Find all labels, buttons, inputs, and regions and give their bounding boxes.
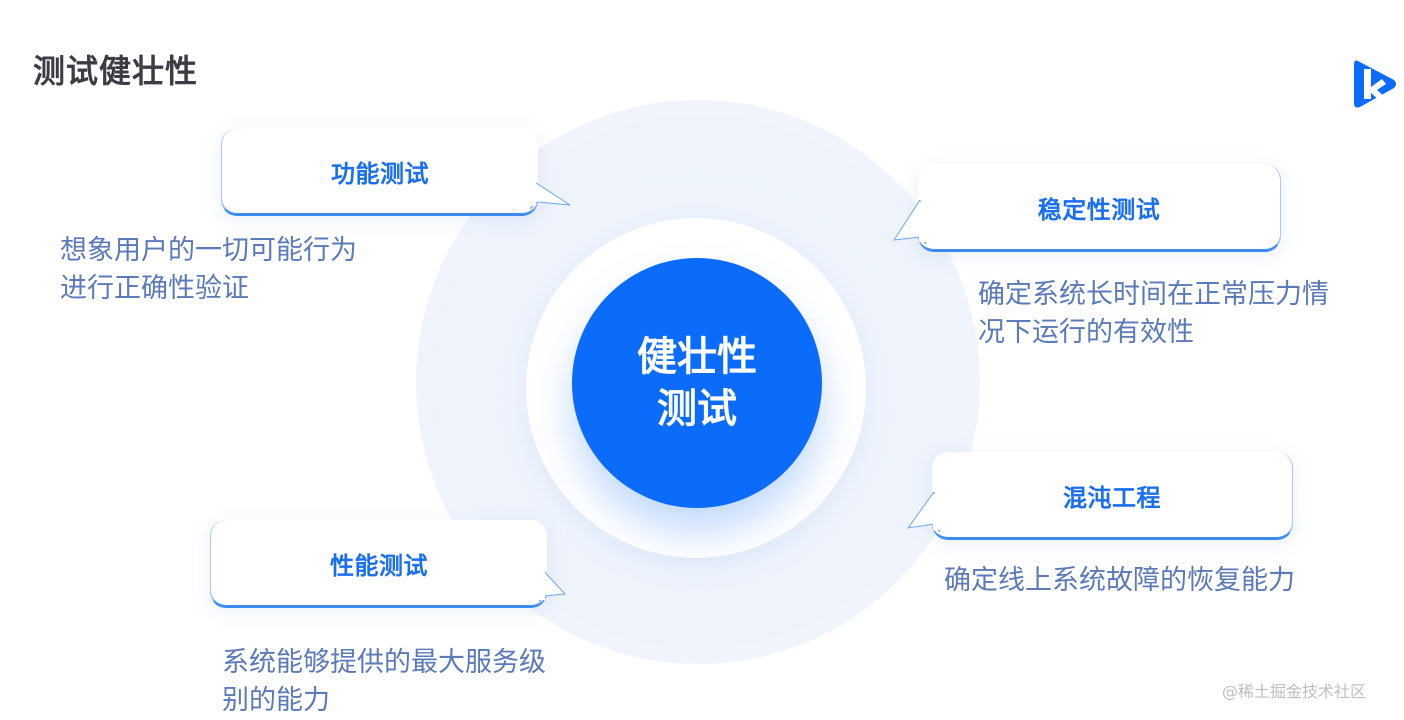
bubble-label: 功能测试: [331, 159, 429, 188]
bubble-label: 稳定性测试: [1037, 195, 1161, 224]
center-label: 健壮性 测试: [637, 334, 757, 432]
description-functional-test: 想象用户的一切可能行为 进行正确性验证: [60, 235, 357, 304]
page-title: 测试健壮性: [33, 52, 199, 90]
bubble-tail-icon: [530, 178, 571, 209]
bubble-chaos-engineering: 混沌工程: [932, 452, 1293, 540]
bubble-label: 性能测试: [330, 551, 428, 580]
bubble-performance-test: 性能测试: [210, 520, 547, 608]
k-play-logo-icon: [1354, 60, 1396, 108]
bubble-stability-test: 稳定性测试: [918, 164, 1281, 252]
bubble-functional-test: 功能测试: [221, 128, 538, 216]
center-circle: 健壮性 测试: [572, 258, 822, 508]
watermark: @稀土掘金技术社区: [1222, 682, 1367, 701]
description-performance-test: 系统能够提供的最大服务级 别的能力: [222, 647, 546, 716]
description-chaos-engineering: 确定线上系统故障的恢复能力: [944, 565, 1295, 596]
bubble-tail-icon: [906, 492, 940, 532]
bubble-tail-icon: [893, 200, 926, 244]
description-stability-test: 确定系统长时间在正常压力情 况下运行的有效性: [978, 279, 1329, 348]
bubble-label: 混沌工程: [1063, 483, 1161, 512]
bubble-tail-icon: [539, 566, 567, 602]
